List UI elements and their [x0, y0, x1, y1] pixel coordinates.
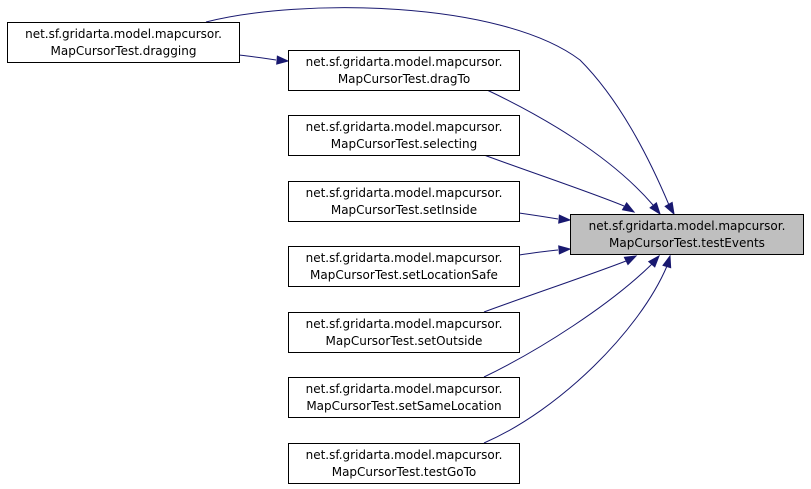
node-label-method: MapCursorTest.setLocationSafe	[310, 268, 498, 282]
edge-dragging-to-dragTo	[238, 54, 290, 65]
node-box	[288, 50, 520, 91]
arrowhead-icon	[662, 254, 672, 269]
node-label-package: net.sf.gridarta.model.mapcursor.	[306, 382, 503, 396]
target-node-testEvents[interactable]: net.sf.gridarta.model.mapcursor. MapCurso…	[570, 214, 804, 255]
node-label-method: MapCursorTest.setSameLocation	[306, 399, 501, 413]
node-label-method: MapCursorTest.setOutside	[326, 334, 483, 348]
edge-line	[483, 265, 668, 444]
node-label-package: net.sf.gridarta.model.mapcursor.	[306, 251, 503, 265]
node-box	[288, 115, 520, 156]
arrowhead-icon	[664, 201, 675, 216]
node-box	[288, 312, 520, 353]
node-box	[288, 443, 520, 484]
caller-node-setOutside[interactable]: net.sf.gridarta.model.mapcursor. MapCurso…	[288, 312, 520, 353]
node-label-package: net.sf.gridarta.model.mapcursor.	[25, 27, 222, 41]
edge-setInside-to-testEvents	[518, 212, 572, 224]
node-label-method: MapCursorTest.setInside	[331, 203, 477, 217]
edge-line	[483, 263, 653, 378]
node-box	[288, 377, 520, 418]
arrowhead-icon	[558, 214, 572, 224]
arrowhead-icon	[621, 202, 636, 213]
edge-line	[483, 154, 625, 207]
nodes: net.sf.gridarta.model.mapcursor. MapCurso…	[7, 22, 804, 484]
node-label-package: net.sf.gridarta.model.mapcursor.	[589, 219, 786, 233]
edge-dragging-to-testEvents	[205, 7, 675, 216]
node-label-method: MapCursorTest.dragging	[51, 44, 197, 58]
edge-dragTo-to-testEvents	[486, 89, 661, 216]
node-label-package: net.sf.gridarta.model.mapcursor.	[306, 448, 503, 462]
edge-setOutside-to-testEvents	[483, 255, 638, 313]
caller-node-selecting[interactable]: net.sf.gridarta.model.mapcursor. MapCurso…	[288, 115, 520, 156]
node-label-package: net.sf.gridarta.model.mapcursor.	[306, 317, 503, 331]
edge-line	[518, 212, 559, 220]
node-box	[7, 22, 240, 63]
arrowhead-icon	[276, 55, 290, 65]
edge-line	[518, 249, 559, 256]
arrowhead-icon	[647, 254, 660, 268]
arrowhead-icon	[649, 202, 661, 216]
edge-selecting-to-testEvents	[483, 154, 636, 213]
node-label-package: net.sf.gridarta.model.mapcursor.	[306, 55, 503, 69]
arrowhead-icon	[558, 245, 572, 255]
edge-setLocationSafe-to-testEvents	[518, 245, 572, 256]
caller-node-setLocationSafe[interactable]: net.sf.gridarta.model.mapcursor. MapCurso…	[288, 246, 520, 287]
edge-line	[486, 89, 654, 206]
edge-testGoTo-to-testEvents	[483, 254, 672, 444]
node-label-method: MapCursorTest.testEvents	[609, 236, 765, 250]
arrowhead-icon	[623, 255, 638, 266]
edge-line	[205, 7, 670, 206]
caller-node-dragging[interactable]: net.sf.gridarta.model.mapcursor. MapCurso…	[7, 22, 240, 63]
edge-line	[483, 260, 627, 313]
node-label-method: MapCursorTest.testGoTo	[332, 465, 477, 479]
node-box	[288, 181, 520, 222]
node-box	[570, 214, 804, 255]
node-label-method: MapCursorTest.selecting	[331, 137, 477, 151]
node-box	[288, 246, 520, 287]
caller-node-setInside[interactable]: net.sf.gridarta.model.mapcursor. MapCurso…	[288, 181, 520, 222]
edge-line	[238, 54, 277, 61]
caller-node-setSameLocation[interactable]: net.sf.gridarta.model.mapcursor. MapCurso…	[288, 377, 520, 418]
node-label-package: net.sf.gridarta.model.mapcursor.	[306, 120, 503, 134]
caller-node-dragTo[interactable]: net.sf.gridarta.model.mapcursor. MapCurso…	[288, 50, 520, 91]
edges	[205, 7, 675, 444]
edge-setSameLocation-to-testEvents	[483, 254, 660, 378]
node-label-method: MapCursorTest.dragTo	[338, 72, 470, 86]
node-label-package: net.sf.gridarta.model.mapcursor.	[306, 186, 503, 200]
caller-node-testGoTo[interactable]: net.sf.gridarta.model.mapcursor. MapCurso…	[288, 443, 520, 484]
